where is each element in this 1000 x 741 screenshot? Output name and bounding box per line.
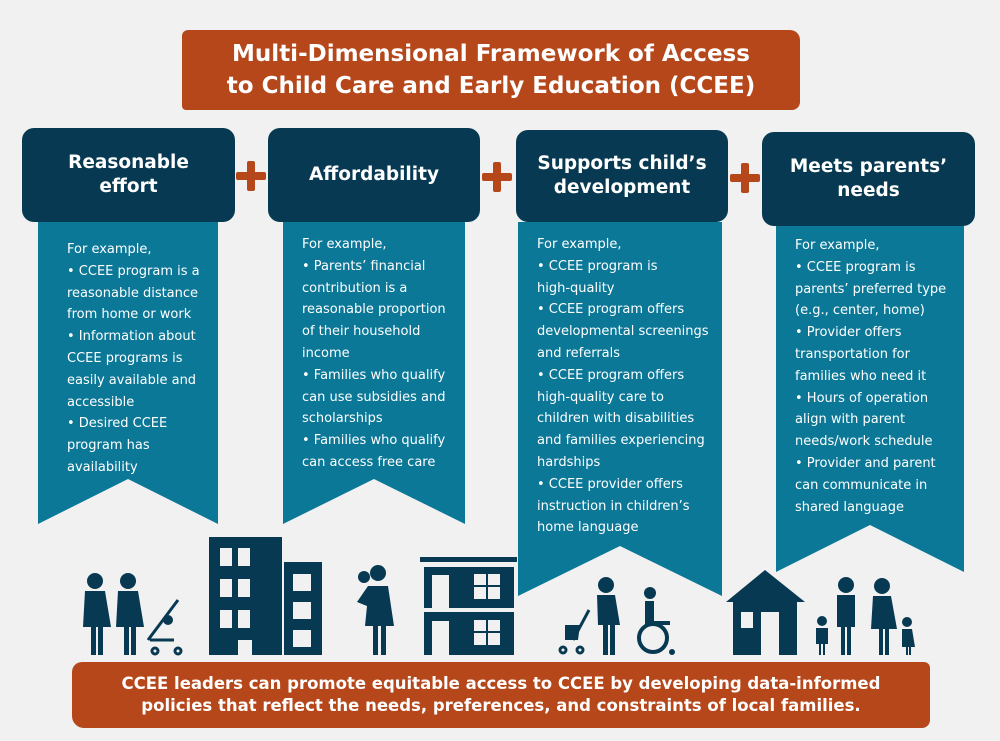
plus-icon xyxy=(482,162,512,192)
example-line: • Hours of operation xyxy=(795,390,929,406)
example-line: • Information about xyxy=(67,329,196,345)
example-line: families who need it xyxy=(795,368,927,384)
example-line: For example, xyxy=(795,238,880,253)
woman-icon xyxy=(83,573,111,655)
title-line-2: to Child Care and Early Education (CCEE) xyxy=(226,73,756,99)
example-line: • Families who qualify xyxy=(302,433,446,449)
example-line: reasonable proportion xyxy=(302,302,446,318)
woman-icon xyxy=(116,573,144,655)
ribbon-supports-child-development: For example, • CCEE program is high-qualit… xyxy=(518,222,722,596)
footer-banner: CCEE leaders can promote equitable acces… xyxy=(72,662,930,728)
example-line: (e.g., center, home) xyxy=(795,303,925,319)
example-line: CCEE programs is xyxy=(67,350,183,366)
header-supports-child-development: Supports child’s development xyxy=(516,130,728,222)
header-line: Supports child’s xyxy=(537,153,707,174)
example-line: • Provider offers xyxy=(795,325,902,341)
example-line: • Parents’ financial xyxy=(302,258,426,274)
example-line: parents’ preferred type xyxy=(795,281,947,297)
example-line: home language xyxy=(537,520,639,536)
plus-icon xyxy=(236,161,266,191)
header-line: effort xyxy=(99,176,158,197)
stroller-seat-icon xyxy=(565,625,580,640)
example-line: can communicate in xyxy=(795,477,928,493)
title-banner: Multi-Dimensional Framework of Access to… xyxy=(182,30,800,110)
parent-holding-child-icon xyxy=(357,565,394,655)
example-line: • CCEE program offers xyxy=(537,367,685,383)
example-line: and referrals xyxy=(537,345,621,361)
example-line: transportation for xyxy=(795,346,910,362)
ribbon-affordability: For example, • Parents’ financial contribu… xyxy=(283,222,465,524)
example-line: contribution is a xyxy=(302,280,408,296)
example-line: • CCEE program is xyxy=(795,259,916,275)
example-line: program has xyxy=(67,438,150,454)
family-icon xyxy=(816,577,915,655)
header-line: Reasonable xyxy=(68,152,189,173)
example-line: reasonable distance xyxy=(67,285,199,301)
header-meets-parents-needs: Meets parents’ needs xyxy=(762,132,975,226)
example-line: high-quality care to xyxy=(537,389,664,405)
example-line: For example, xyxy=(67,242,152,257)
example-line: • Desired CCEE xyxy=(67,416,168,432)
plus-icon xyxy=(730,163,760,193)
header-line: Affordability xyxy=(308,164,440,185)
example-line: needs/work schedule xyxy=(795,434,933,450)
ribbon-reasonable-effort: For example, • CCEE program is a reasonabl… xyxy=(38,222,218,524)
parent-with-stroller-icon xyxy=(597,577,620,655)
example-line: • CCEE program is xyxy=(537,258,658,274)
example-line: of their household xyxy=(302,324,421,340)
header-line: Meets parents’ xyxy=(789,156,948,177)
wheelchair-user-icon xyxy=(644,587,670,625)
example-line: • CCEE provider offers xyxy=(537,476,683,492)
example-line: children with disabilities xyxy=(537,411,695,427)
example-line: • CCEE program offers xyxy=(537,302,685,318)
example-line: income xyxy=(302,345,350,361)
example-line: • CCEE program is a xyxy=(67,263,200,279)
example-line: accessible xyxy=(67,394,135,410)
header-reasonable-effort: Reasonable effort xyxy=(22,128,235,222)
child-in-stroller-icon xyxy=(163,615,173,625)
example-line: scholarships xyxy=(302,411,383,427)
example-line: can use subsidies and xyxy=(302,389,446,405)
ribbon-meets-parents-needs: For example, • CCEE program is parents’ pr… xyxy=(776,226,964,572)
example-line: instruction in children’s xyxy=(537,498,690,514)
example-line: shared language xyxy=(795,499,904,515)
header-affordability: Affordability xyxy=(268,128,480,222)
example-line: high-quality xyxy=(537,280,615,296)
example-line: • Families who qualify xyxy=(302,367,446,383)
example-line: align with parent xyxy=(795,412,906,428)
example-line: hardships xyxy=(537,454,601,470)
example-line: For example, xyxy=(302,237,387,252)
example-line: from home or work xyxy=(67,307,192,323)
stroller-icon xyxy=(146,599,183,656)
footer-line-1: CCEE leaders can promote equitable acces… xyxy=(121,674,881,693)
title-line-1: Multi-Dimensional Framework of Access xyxy=(232,41,750,67)
header-line: needs xyxy=(837,180,900,201)
example-line: can access free care xyxy=(302,454,436,470)
header-line: development xyxy=(553,177,691,198)
example-line: • Provider and parent xyxy=(795,455,936,471)
footer-line-2: policies that reflect the needs, prefere… xyxy=(141,696,861,715)
example-line: developmental screenings xyxy=(537,324,709,340)
example-line: and families experiencing xyxy=(537,433,705,449)
example-line: For example, xyxy=(537,237,622,252)
example-line: availability xyxy=(67,459,138,475)
example-line: easily available and xyxy=(67,372,197,388)
